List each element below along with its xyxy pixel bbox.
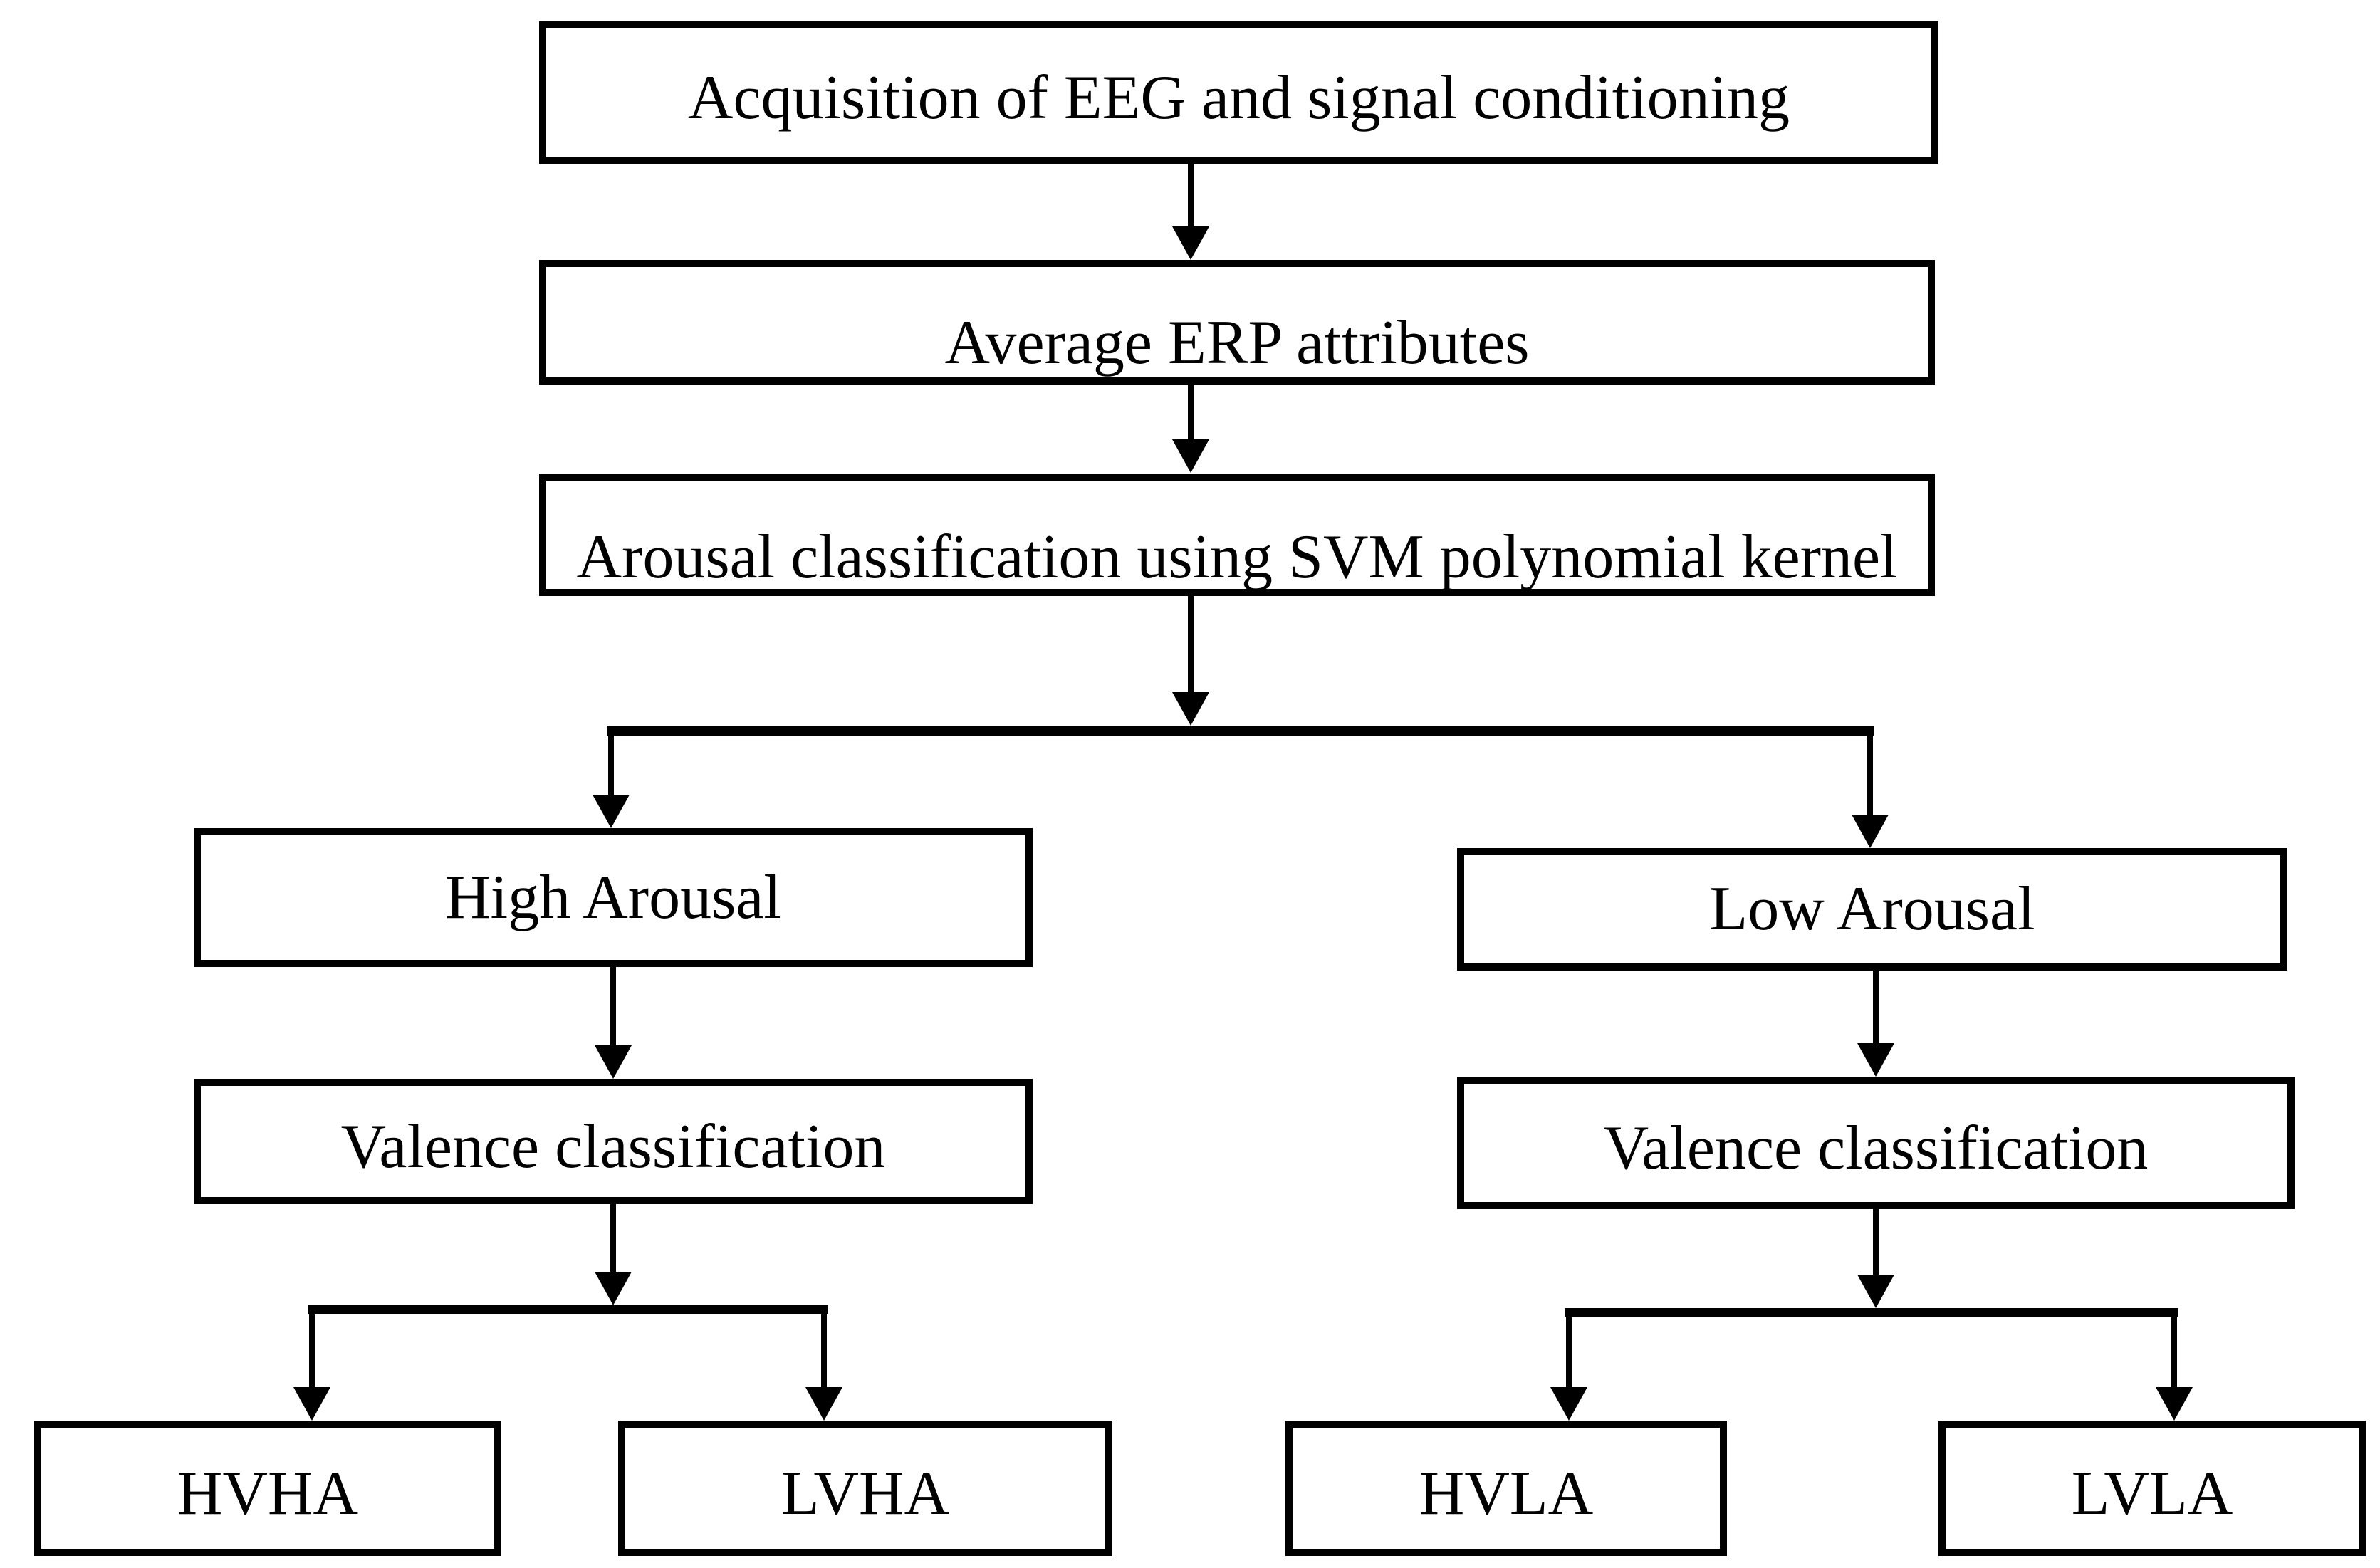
node-average-erp-label: Average ERP attributes (944, 308, 1530, 377)
arrowhead-down-icon (1852, 815, 1889, 848)
arrow-high-to-valence (595, 967, 632, 1079)
node-acquisition: Acquisition of EEG and signal conditioni… (539, 21, 1938, 164)
arrowhead-down-icon (1172, 226, 1209, 260)
node-acquisition-label: Acquisition of EEG and signal conditioni… (687, 63, 1790, 132)
node-low-arousal-label: Low Arousal (1709, 874, 2035, 944)
node-hvla-label: HVLA (1419, 1459, 1594, 1528)
arrowhead-down-icon (1857, 1275, 1894, 1308)
arrowhead-down-icon (595, 1272, 632, 1305)
split-bar-valence-low (1550, 1209, 2193, 1421)
node-hvha-label: HVHA (177, 1459, 359, 1528)
node-high-arousal-label: High Arousal (445, 862, 781, 932)
node-low-arousal: Low Arousal (1457, 848, 2287, 971)
node-lvha-label: LVHA (781, 1459, 950, 1528)
arrow-low-to-valence (1857, 971, 1894, 1077)
node-valence-classification-low-label: Valence classification (1603, 1114, 2149, 1183)
arrowhead-down-icon (293, 1387, 330, 1421)
arrowhead-down-icon (805, 1387, 842, 1421)
arrow-arousal-to-split (1172, 596, 1209, 726)
node-valence-classification-high: Valence classification (194, 1079, 1033, 1204)
split-bar-arousal (593, 726, 1889, 848)
arrowhead-down-icon (1172, 692, 1209, 726)
node-arousal-classification-label: Arousal classification using SVM polynom… (576, 523, 1898, 592)
arrow-acquisition-to-erp (1172, 164, 1209, 260)
split-bar-valence-high (293, 1204, 842, 1421)
node-valence-classification-high-label: Valence classification (340, 1112, 886, 1181)
arrow-erp-to-arousal (1172, 385, 1209, 473)
node-valence-classification-low: Valence classification (1457, 1077, 2295, 1209)
arrowhead-down-icon (595, 1045, 632, 1079)
node-lvla-label: LVLA (2071, 1459, 2233, 1528)
node-lvha: LVHA (618, 1421, 1112, 1556)
arrowhead-down-icon (1550, 1387, 1587, 1421)
node-hvla: HVLA (1285, 1421, 1727, 1556)
node-hvha: HVHA (34, 1421, 501, 1556)
node-lvla: LVLA (1938, 1421, 2366, 1556)
node-arousal-classification: Arousal classification using SVM polynom… (539, 474, 1935, 596)
arrowhead-down-icon (1857, 1043, 1894, 1077)
arrowhead-down-icon (593, 795, 630, 828)
node-high-arousal: High Arousal (194, 828, 1033, 967)
arrowhead-down-icon (2156, 1387, 2193, 1421)
node-average-erp: Average ERP attributes (539, 260, 1935, 385)
arrowhead-down-icon (1172, 439, 1209, 473)
